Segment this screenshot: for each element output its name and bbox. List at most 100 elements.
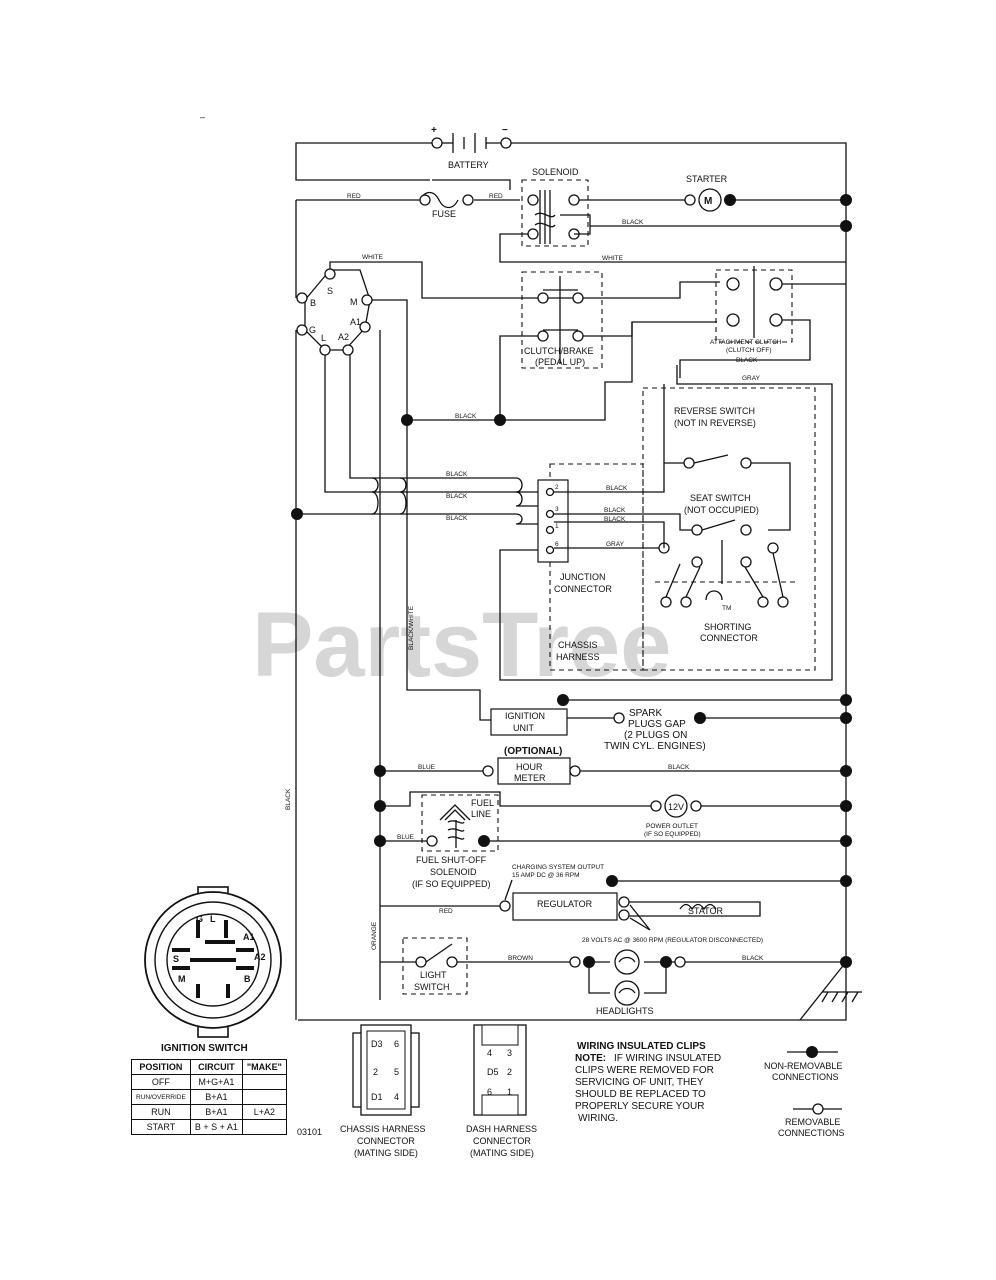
wire-label-blue-fuel: BLUE: [397, 834, 415, 841]
ign-table-row: START B + S + A1: [131, 1119, 287, 1135]
stator-label: STATOR: [688, 906, 724, 916]
ign-table-cell: [241, 1119, 287, 1135]
chassis-harness-label-1: CHASSIS: [558, 640, 598, 650]
legend-non-removable-1: NON-REMOVABLE: [764, 1061, 842, 1071]
junction-pin-2: 2: [555, 484, 559, 491]
hour-meter-optional: (OPTIONAL): [504, 746, 562, 757]
ign-term-l: L: [321, 333, 326, 343]
ign-table-cell: START: [131, 1119, 191, 1135]
notes-line-2: CLIPS WERE REMOVED FOR: [575, 1065, 714, 1076]
ignition-switch-table: POSITION CIRCUIT "MAKE" OFF M+G+A1 RUN/O…: [131, 1059, 287, 1135]
fuel-line-label-2: LINE: [471, 809, 491, 819]
wire-label-red-2: RED: [489, 193, 503, 200]
wire-label-black-b: BLACK: [446, 493, 468, 500]
ign-table-cell: B+A1: [189, 1089, 243, 1105]
ign-table-header: POSITION CIRCUIT "MAKE": [131, 1059, 287, 1075]
seat-switch-label-1: SEAT SWITCH: [690, 493, 751, 503]
fuel-solenoid-label-3: (IF SO EQUIPPED): [412, 879, 491, 889]
battery: [431, 133, 512, 153]
hour-meter-box: [497, 757, 571, 785]
ign-switch-term-b: B: [244, 974, 251, 984]
wire-label-black-c: BLACK: [446, 515, 468, 522]
ign-table-cell: RUN: [131, 1104, 191, 1120]
notes-line-5: PROPERLY SECURE YOUR: [575, 1101, 704, 1112]
attachment-clutch-label-2: (CLUTCH OFF): [726, 347, 772, 354]
reverse-switch-label-1: REVERSE SWITCH: [674, 406, 755, 416]
stator-note: 28 VOLTS AC @ 3600 RPM (REGULATOR DISCON…: [582, 937, 763, 944]
notes-line-1: IF WIRING INSULATED: [614, 1053, 721, 1064]
legend-non-removable-2: CONNECTIONS: [772, 1072, 839, 1082]
junction-pin-3: 3: [555, 506, 559, 513]
ign-switch-term-g: G: [196, 914, 203, 924]
watermark: PartsTree: [252, 594, 671, 696]
solenoid-box: [521, 179, 589, 247]
notes-title: WIRING INSULATED CLIPS: [577, 1041, 706, 1052]
dash-conn-pin-4: 4: [487, 1048, 492, 1058]
ign-term-g: G: [309, 325, 316, 335]
clutch-brake-label-2: (PEDAL UP): [535, 357, 585, 367]
wire-label-black-j3: BLACK: [604, 507, 626, 514]
wire-label-black-attach: BLACK: [736, 357, 758, 364]
junction-pin-6: 6: [555, 541, 559, 548]
legend-non-removable-dot: [806, 1046, 818, 1058]
light-switch-box: [402, 937, 468, 995]
battery-minus-label: −: [502, 125, 508, 136]
charging-label-2: 15 AMP DC @ 36 RPM: [512, 872, 580, 879]
fuse-label: FUSE: [432, 209, 456, 219]
junction-connector-label-2: CONNECTOR: [554, 584, 612, 594]
ignition-switch-title: IGNITION SWITCH: [161, 1043, 248, 1054]
ign-table-cell: M+G+A1: [189, 1074, 243, 1090]
power-outlet-label-1: POWER OUTLET: [646, 823, 698, 830]
ignition-unit-box: [490, 708, 568, 736]
fuel-solenoid-label-1: FUEL SHUT-OFF: [416, 855, 487, 865]
wire-label-black-hour: BLACK: [668, 764, 690, 771]
chassis-conn-pin-5: 5: [394, 1067, 399, 1077]
shorting-connector-label-2: CONNECTOR: [700, 633, 758, 643]
chassis-harness-connector: [352, 1024, 420, 1116]
spark-plugs-line4: TWIN CYL. ENGINES): [604, 741, 706, 752]
power-outlet-symbol: 12V: [668, 802, 684, 812]
spark-plugs-line1: SPARK: [629, 708, 662, 719]
attachment-clutch-label-1: ATTACHMENT CLUTCH: [710, 339, 782, 346]
ign-table-cell: B+A1: [189, 1104, 243, 1120]
legend-removable-1: REMOVABLE: [785, 1117, 840, 1127]
chassis-conn-pin-d3: D3: [371, 1039, 383, 1049]
fuel-solenoid-box: [421, 794, 499, 852]
light-switch-label-2: SWITCH: [414, 982, 450, 992]
legend-removable-dot: [812, 1103, 824, 1115]
chassis-conn-pin-d1: D1: [371, 1092, 383, 1102]
headlights-label: HEADLIGHTS: [596, 1006, 654, 1016]
starter-symbol: M: [704, 196, 712, 207]
battery-plus-label: +: [431, 125, 437, 136]
chassis-conn-pin-6: 6: [394, 1039, 399, 1049]
ign-table-header-circuit: CIRCUIT: [189, 1059, 243, 1075]
ign-table-cell: OFF: [131, 1074, 191, 1090]
ign-table-row: RUN B+A1 L+A2: [131, 1104, 287, 1120]
chassis-conn-label-3: (MATING SIDE): [354, 1148, 418, 1158]
dash-conn-label-1: DASH HARNESS: [466, 1124, 537, 1134]
corner-mark: –: [200, 112, 205, 122]
dash-conn-pin-2: 2: [507, 1067, 512, 1077]
ign-term-a1: A1: [350, 317, 361, 327]
ign-term-b: B: [310, 298, 316, 308]
wire-label-white-ign: WHITE: [362, 254, 384, 261]
dash-conn-pin-3: 3: [507, 1048, 512, 1058]
spark-plugs-line3: (2 PLUGS ON: [624, 730, 687, 741]
ign-table-cell: B + S + A1: [189, 1119, 243, 1135]
charging-label-1: CHARGING SYSTEM OUTPUT: [512, 864, 604, 871]
starter-label: STARTER: [686, 174, 728, 184]
wire-label-white-solenoid: WHITE: [602, 255, 624, 262]
chassis-conn-pin-4: 4: [394, 1092, 399, 1102]
wire-label-gray-j6: GRAY: [606, 541, 625, 548]
wire-label-black-a: BLACK: [446, 471, 468, 478]
hour-meter-label-2: METER: [514, 773, 546, 783]
legend-removable-2: CONNECTIONS: [778, 1128, 845, 1138]
notes-line-6: WIRING.: [578, 1113, 618, 1124]
chassis-conn-label-1: CHASSIS HARNESS: [340, 1124, 426, 1134]
dash-conn-label-3: (MATING SIDE): [470, 1148, 534, 1158]
fuel-solenoid-label-2: SOLENOID: [430, 867, 477, 877]
regulator-box: [512, 892, 618, 921]
ign-table-cell: RUN/OVERRIDE: [131, 1089, 191, 1105]
wire-label-black-j1: BLACK: [604, 516, 626, 523]
ignition-unit-label-2: UNIT: [513, 723, 534, 733]
